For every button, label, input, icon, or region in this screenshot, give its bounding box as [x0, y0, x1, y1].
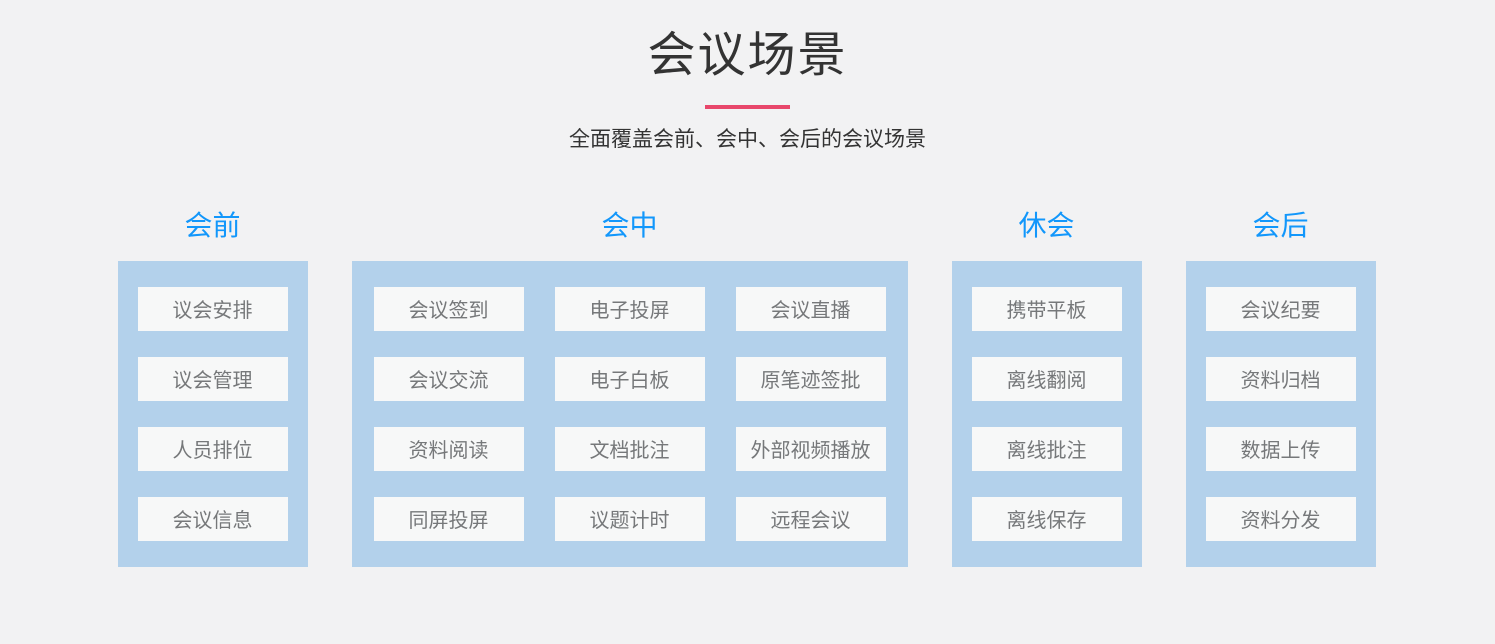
page-title: 会议场景	[647, 29, 848, 82]
feature-item: 携带平板	[971, 286, 1122, 331]
panel-pre-meeting: 议会安排 议会管理 人员排位 会议信息	[117, 260, 308, 567]
feature-item: 离线翻阅	[971, 356, 1122, 401]
feature-item: 电子投屏	[554, 286, 705, 331]
feature-item: 数据上传	[1205, 426, 1356, 471]
feature-item: 人员排位	[137, 426, 288, 471]
feature-item: 会议纪要	[1205, 286, 1356, 331]
column-label-post-meeting: 会后	[1252, 209, 1309, 241]
page-header: 会议场景 全面覆盖会前、会中、会后的会议场景	[0, 0, 1495, 153]
scenario-columns: 会前 议会安排 议会管理 人员排位 会议信息 会中 会议签到 电子投屏 会议直播…	[117, 207, 1378, 567]
feature-item: 离线批注	[971, 426, 1122, 471]
panel-post-meeting: 会议纪要 资料归档 数据上传 资料分发	[1185, 260, 1376, 567]
column-in-meeting: 会中 会议签到 电子投屏 会议直播 会议交流 电子白板 原笔迹签批 资料阅读 文…	[351, 207, 908, 567]
feature-item: 文档批注	[554, 426, 705, 471]
feature-item: 远程会议	[735, 496, 886, 541]
feature-item: 会议信息	[137, 496, 288, 541]
feature-item: 原笔迹签批	[735, 356, 886, 401]
feature-item: 资料阅读	[373, 426, 524, 471]
feature-item: 会议直播	[735, 286, 886, 331]
feature-item: 离线保存	[971, 496, 1122, 541]
panel-recess: 携带平板 离线翻阅 离线批注 离线保存	[951, 260, 1142, 567]
column-label-pre-meeting: 会前	[184, 209, 241, 241]
feature-item: 议会管理	[137, 356, 288, 401]
column-label-in-meeting: 会中	[601, 209, 658, 241]
column-label-recess: 休会	[1018, 209, 1075, 241]
feature-item: 议题计时	[554, 496, 705, 541]
page-subtitle: 全面覆盖会前、会中、会后的会议场景	[569, 127, 926, 151]
feature-item: 电子白板	[554, 356, 705, 401]
column-pre-meeting: 会前 议会安排 议会管理 人员排位 会议信息	[117, 207, 308, 567]
column-post-meeting: 会后 会议纪要 资料归档 数据上传 资料分发	[1185, 207, 1376, 567]
feature-item: 外部视频播放	[735, 426, 886, 471]
feature-item: 同屏投屏	[373, 496, 524, 541]
column-recess: 休会 携带平板 离线翻阅 离线批注 离线保存	[951, 207, 1142, 567]
feature-item: 资料归档	[1205, 356, 1356, 401]
title-underline-divider	[705, 104, 790, 109]
feature-item: 议会安排	[137, 286, 288, 331]
feature-item: 资料分发	[1205, 496, 1356, 541]
feature-item: 会议交流	[373, 356, 524, 401]
feature-item: 会议签到	[373, 286, 524, 331]
panel-in-meeting: 会议签到 电子投屏 会议直播 会议交流 电子白板 原笔迹签批 资料阅读 文档批注…	[351, 260, 908, 567]
